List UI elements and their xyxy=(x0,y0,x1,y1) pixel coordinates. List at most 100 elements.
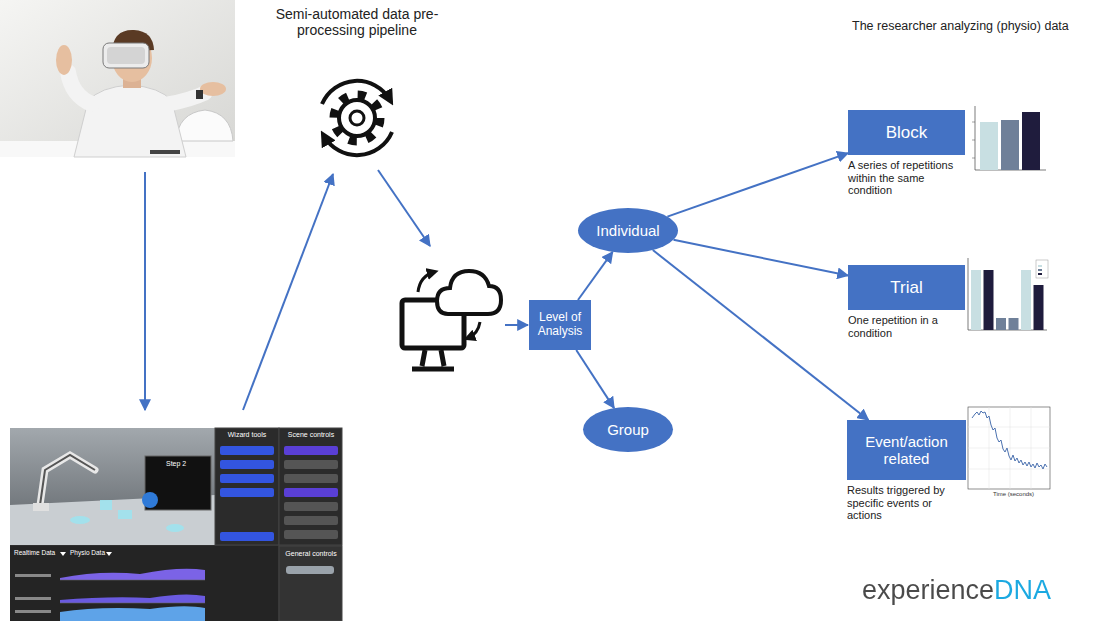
bar-chart xyxy=(1021,270,1031,330)
software-screenshot xyxy=(70,516,90,524)
axis-label: Time (seconds) xyxy=(993,491,1034,498)
pipeline-label: Semi-automated data pre-processing pipel… xyxy=(262,6,452,38)
vr-user-photo xyxy=(0,0,235,157)
node-heading: Trial xyxy=(890,278,922,298)
software-screenshot xyxy=(60,569,205,580)
flow-arrow xyxy=(505,324,528,326)
panel-header: Scene controls xyxy=(280,431,342,439)
computer-cloud-icon xyxy=(412,350,454,369)
software-screenshot xyxy=(284,488,338,497)
vr-user-photo xyxy=(56,45,72,75)
process-box: TrialOne repetition in a condition xyxy=(848,265,965,310)
software-screenshot xyxy=(40,455,95,505)
node-description: Results triggered by specific events or … xyxy=(847,484,955,522)
panel-header: General controls xyxy=(280,550,342,558)
bar-chart xyxy=(1009,318,1019,330)
gear-icon xyxy=(339,100,375,136)
software-screenshot xyxy=(279,546,342,621)
vr-user-photo xyxy=(150,150,180,154)
bar-chart xyxy=(1036,260,1048,278)
software-screenshot xyxy=(220,460,274,469)
software-screenshot xyxy=(10,428,342,621)
tab-label: Physio Data xyxy=(70,549,105,556)
software-screenshot xyxy=(15,597,51,600)
software-screenshot xyxy=(60,606,205,621)
software-screenshot xyxy=(284,460,338,469)
gear-icon xyxy=(324,132,392,155)
node-heading: Group xyxy=(607,421,649,438)
screen-text: Step 2 xyxy=(166,460,186,468)
line-chart xyxy=(968,448,1050,449)
gear-icon xyxy=(350,111,364,125)
gear-icon xyxy=(334,95,380,141)
bar-chart xyxy=(996,318,1006,330)
software-screenshot xyxy=(284,446,338,455)
bar-chart xyxy=(984,270,994,330)
flow-arrow xyxy=(378,170,430,246)
computer-cloud-icon xyxy=(402,271,501,369)
software-screenshot xyxy=(215,428,279,545)
bar-chart xyxy=(1034,285,1044,330)
software-screenshot xyxy=(10,428,215,545)
node-heading: Event/action related xyxy=(853,433,960,468)
line-chart xyxy=(968,469,1050,470)
software-screenshot xyxy=(40,455,95,505)
line-chart xyxy=(968,427,1050,428)
line-chart xyxy=(968,407,1050,489)
software-screenshot xyxy=(60,552,66,556)
node-description: One repetition in a condition xyxy=(848,314,956,339)
node-heading: Individual xyxy=(596,222,659,239)
panel-header: Wizard tools xyxy=(216,431,278,439)
gear-icon xyxy=(322,81,392,155)
software-screenshot xyxy=(10,546,278,621)
line-chart xyxy=(968,407,1050,489)
software-screenshot xyxy=(220,446,274,455)
software-screenshot xyxy=(100,500,112,510)
connector-arrow xyxy=(653,250,869,420)
software-screenshot xyxy=(118,510,132,519)
computer-cloud-icon xyxy=(437,271,501,314)
bar-chart xyxy=(968,258,1048,330)
node-description: A series of repetitions within the same … xyxy=(848,159,956,197)
connector-arrow xyxy=(576,350,614,408)
line-chart xyxy=(972,411,1047,469)
ellipse-node: Individual xyxy=(578,208,678,253)
process-box: BlockA series of repetitions within the … xyxy=(848,110,965,155)
vr-user-photo xyxy=(176,110,233,141)
software-screenshot xyxy=(284,474,338,483)
software-screenshot xyxy=(220,474,274,483)
software-screenshot xyxy=(284,502,338,511)
ellipse-node: Group xyxy=(583,407,673,452)
software-screenshot xyxy=(15,574,51,577)
software-screenshot xyxy=(60,594,205,603)
bar-chart xyxy=(972,106,1046,170)
section-title: The researcher analyzing (physio) data xyxy=(852,19,1069,33)
tab-label: Realtime Data xyxy=(14,549,55,556)
vr-user-photo xyxy=(103,43,149,68)
line-chart xyxy=(1031,407,1032,489)
bar-chart xyxy=(971,270,981,330)
software-screenshot xyxy=(10,428,342,621)
bar-chart xyxy=(968,258,969,330)
vr-user-photo xyxy=(0,0,235,157)
software-screenshot xyxy=(286,566,334,574)
software-screenshot xyxy=(142,492,158,508)
bar-chart xyxy=(1038,265,1042,267)
software-screenshot xyxy=(166,524,184,532)
computer-cloud-icon xyxy=(418,272,434,292)
software-screenshot xyxy=(284,516,338,525)
process-box: Event/action relatedResults triggered by… xyxy=(847,420,966,480)
software-screenshot xyxy=(15,610,51,613)
software-screenshot xyxy=(220,532,274,541)
bar-chart xyxy=(972,140,975,141)
flow-arrow xyxy=(243,174,333,410)
node-heading: Block xyxy=(886,123,928,143)
software-screenshot xyxy=(33,503,49,511)
connector-arrow xyxy=(674,240,848,276)
gear-icon xyxy=(322,81,390,104)
software-screenshot xyxy=(279,428,342,545)
flow-arrow xyxy=(145,170,528,410)
node-heading: Level of Analysis xyxy=(535,311,585,339)
bar-chart xyxy=(1022,112,1040,170)
